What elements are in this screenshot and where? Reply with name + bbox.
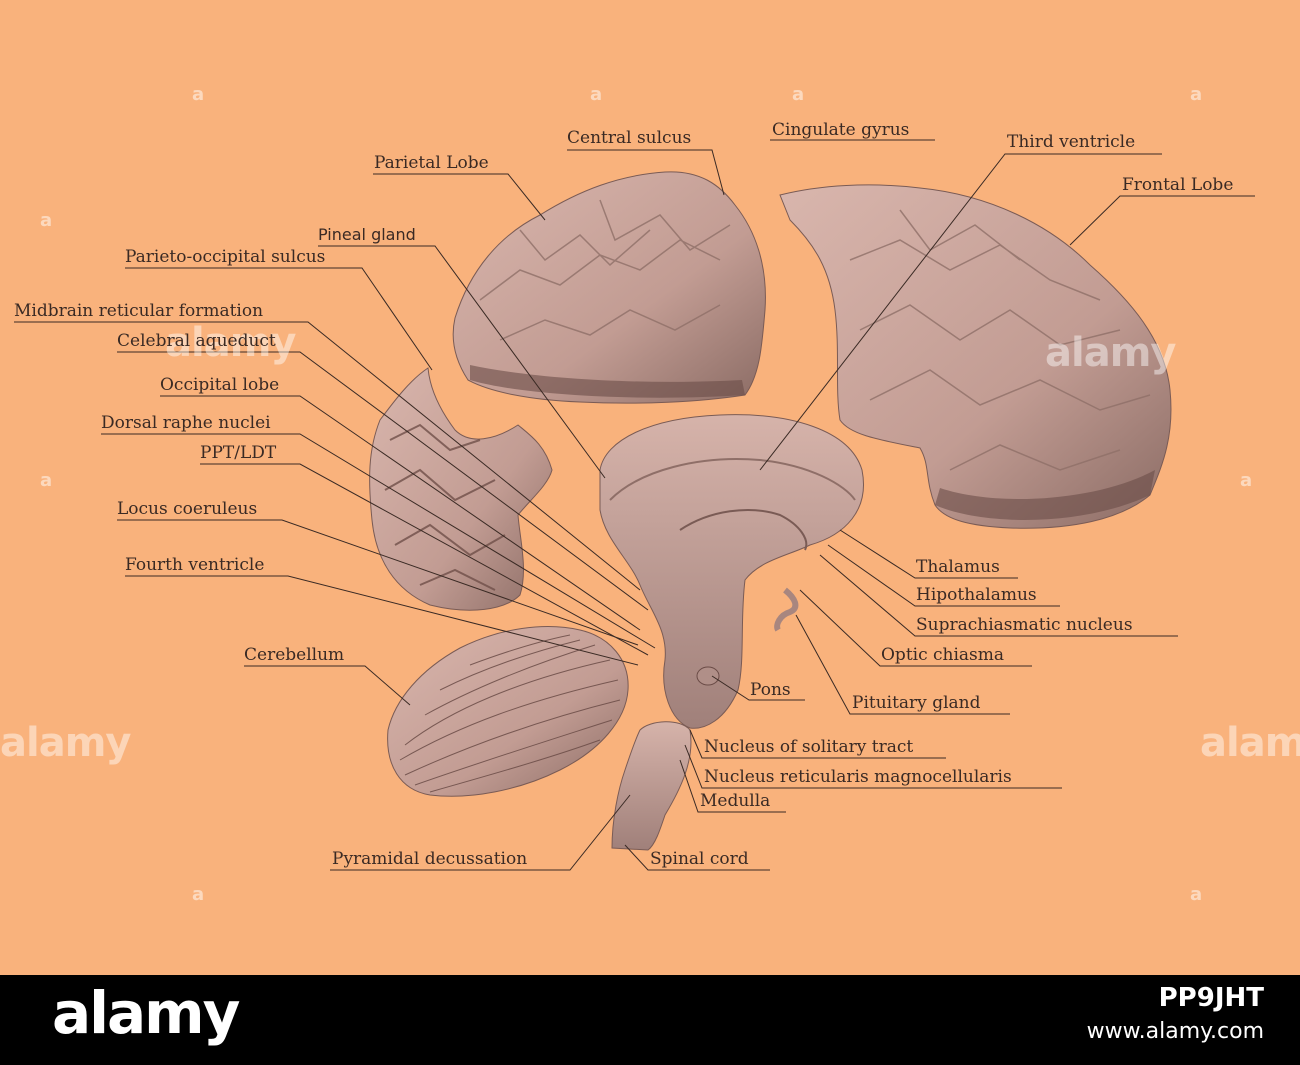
watermark-letter: a [792,84,805,105]
watermark-text: alamy [1200,720,1300,766]
watermark-letter: a [1240,470,1253,491]
label-parietal-lobe: Parietal Lobe [374,153,489,173]
label-cerebellum: Cerebellum [244,645,345,665]
cerebellum-shape [387,626,629,797]
occipital-lobe-shape [369,367,553,611]
label-fourth-ventricle: Fourth ventricle [125,555,265,575]
label-third-ventricle: Third ventricle [1007,132,1136,152]
alamy-logo: alamy [52,979,240,1047]
label-pineal-gland: Pineal gland [318,225,416,244]
label-central-sulcus: Central sulcus [567,128,692,148]
label-occipital-lobe: Occipital lobe [160,375,280,395]
watermark-letter: a [40,210,53,231]
label-nucleus-of-solitary-tract: Nucleus of solitary tract [704,737,914,757]
label-parieto-occipital-sulcus: Parieto-occipital sulcus [125,247,326,267]
label-suprachiasmatic-nucleus: Suprachiasmatic nucleus [916,615,1133,635]
midsagittal-section-shape [599,414,864,729]
footer-domain: www.alamy.com [1086,1019,1264,1044]
diagram-canvas: a a a a a a a a a alamy alamy alamy alam… [0,0,1300,975]
label-nucleus-reticularis-magnocellularis: Nucleus reticularis magnocellularis [704,767,1012,787]
watermark-letter: a [192,84,205,105]
label-spinal-cord: Spinal cord [650,849,749,869]
watermark-letter: a [1190,84,1203,105]
stock-footer: alamy PP9JHT www.alamy.com [0,975,1300,1065]
brain-illustration [14,139,1255,871]
label-frontal-lobe: Frontal Lobe [1122,175,1234,195]
watermark-text: alamy [1045,330,1176,376]
label-optic-chiasma: Optic chiasma [881,645,1005,665]
image-code: PP9JHT [1158,983,1264,1013]
label-midbrain-reticular-formation: Midbrain reticular formation [14,301,264,321]
watermark-letter: a [40,470,53,491]
label-dorsal-raphe-nuclei: Dorsal raphe nuclei [101,413,271,433]
label-pituitary-gland: Pituitary gland [852,693,981,713]
leader-lines [14,139,1255,871]
watermark-letter: a [192,884,205,905]
parietal-lobe-shape [452,171,766,404]
label-ppt-ldt: PPT/LDT [200,443,277,463]
label-medulla: Medulla [700,791,771,811]
label-pyramidal-decussation: Pyramidal decussation [332,849,528,869]
label-pons: Pons [750,680,791,700]
label-cingulate-gyrus: Cingulate gyrus [772,120,910,140]
label-locus-coeruleus: Locus coeruleus [117,499,258,519]
watermark-text: alamy [165,320,296,366]
label-thalamus: Thalamus [916,557,1000,577]
watermark-letter: a [1190,884,1203,905]
label-hipothalamus: Hipothalamus [916,585,1037,605]
watermark-text: alamy [0,720,131,766]
brainstem-shape [611,721,692,851]
frontal-lobe-shape [779,184,1172,529]
watermark-letter: a [590,84,603,105]
label-celebral-aqueduct: Celebral aqueduct [117,331,276,351]
